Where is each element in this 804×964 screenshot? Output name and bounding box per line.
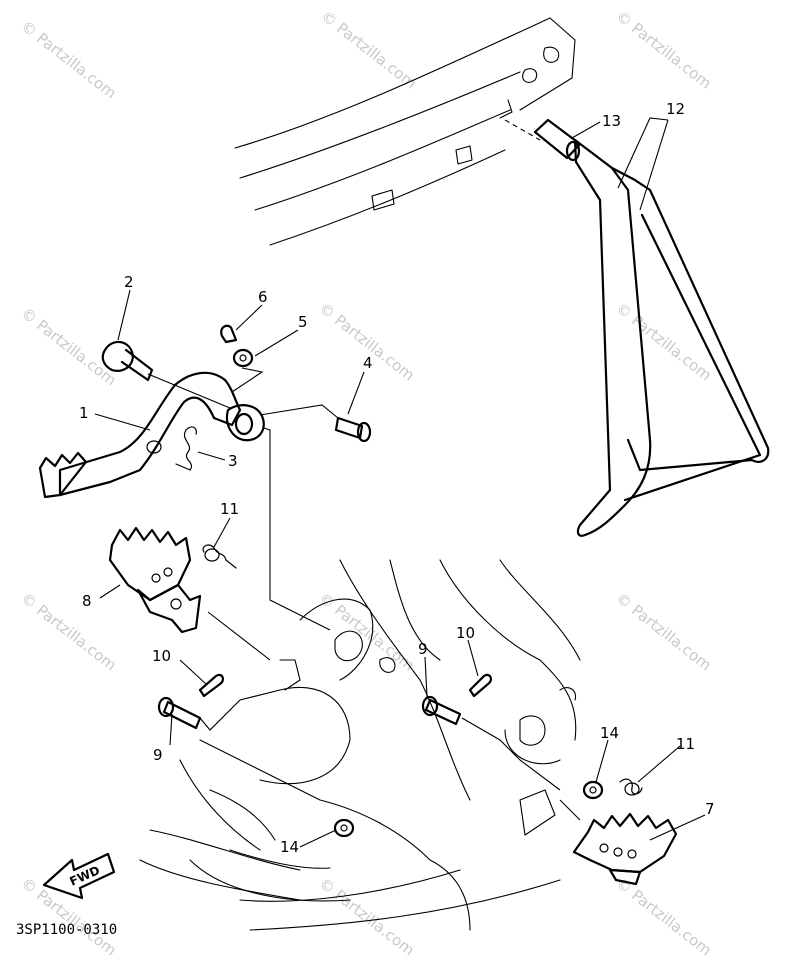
callout-10-right: 10 [456,624,475,642]
washer-14-right [582,780,604,800]
footrest-pin-right [421,695,462,726]
callout-7: 7 [705,800,715,818]
watermark: © Partzilla.com [18,304,120,389]
callout-14-right: 14 [600,724,619,742]
watermark: © Partzilla.com [613,589,715,674]
left-footrest [108,526,202,634]
callout-3: 3 [228,452,238,470]
washer-14-lower [333,818,355,838]
callouts: 1 2 3 4 5 6 7 8 9 9 10 10 11 11 12 13 14… [79,100,715,856]
brake-pedal [38,371,265,499]
callout-8: 8 [82,592,92,610]
watermark: © Partzilla.com [316,874,418,959]
lower-frame-outline [139,559,581,931]
callout-9-right: 9 [418,640,428,658]
forward-arrow: FWD [42,852,116,900]
stand-collar [533,118,582,162]
callout-4: 4 [363,354,373,372]
callout-1: 1 [79,404,89,422]
watermark: © Partzilla.com [316,589,418,674]
callout-6: 6 [258,288,268,306]
callout-13: 13 [602,112,621,130]
watermark: © Partzilla.com [613,874,715,959]
watermark: © Partzilla.com [613,299,715,384]
return-spring [175,426,197,471]
footrest-pin-left [157,696,202,730]
watermark: © Partzilla.com [613,7,715,92]
pivot-pin [334,416,372,443]
callout-14-lower: 14 [280,838,299,856]
cotter-pin-right [468,673,493,698]
washer-5 [232,348,254,368]
callout-11-upper: 11 [220,500,239,518]
watermark: © Partzilla.com [18,874,120,959]
callout-leaders [94,117,706,848]
footrest-spring-upper [202,544,237,569]
assembly-lines [147,367,581,821]
watermark: © Partzilla.com [318,7,420,92]
callout-12: 12 [666,100,685,118]
right-footrest [572,812,678,886]
callout-11-lower: 11 [676,735,695,753]
watermark: © Partzilla.com [18,17,120,102]
watermark: © Partzilla.com [18,589,120,674]
upper-frame-outline [234,17,576,246]
side-stand [573,138,770,537]
callout-2: 2 [124,273,134,291]
callout-10-left: 10 [152,647,171,665]
cotter-pin-6 [220,324,238,344]
cotter-pin-left [198,673,225,698]
diagram-code: 3SP1100-0310 [16,922,117,938]
footrest-spring-lower [619,778,643,796]
callout-5: 5 [298,313,308,331]
callout-9-left: 9 [153,746,163,764]
